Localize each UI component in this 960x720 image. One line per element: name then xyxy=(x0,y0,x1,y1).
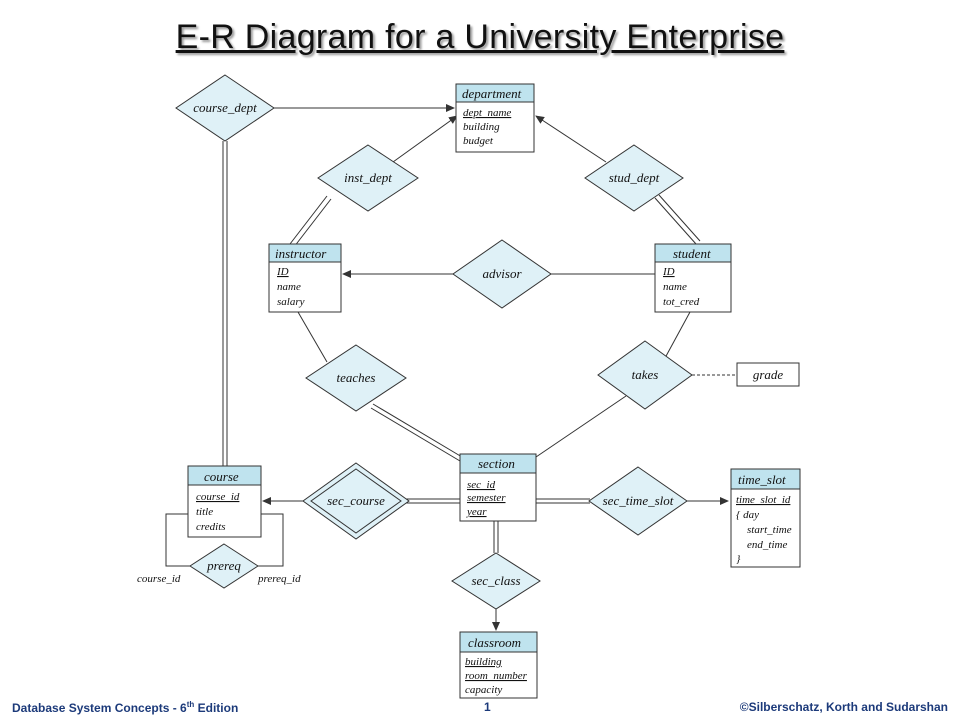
entity-name: time_slot xyxy=(738,472,786,487)
entity-instructor: instructor ID name salary xyxy=(268,243,342,313)
relationship-label: takes xyxy=(632,367,659,382)
primary-key-attribute: dept_name xyxy=(463,107,511,119)
primary-key-attribute: year xyxy=(466,506,487,518)
attribute-label: grade xyxy=(753,367,784,382)
relationship-label: teaches xyxy=(337,370,376,385)
relationship-label: stud_dept xyxy=(609,170,660,185)
attribute: capacity xyxy=(465,684,502,696)
attribute: name xyxy=(663,281,687,293)
primary-key-attribute: ID xyxy=(276,266,289,278)
attribute: building xyxy=(463,121,500,133)
primary-key-attribute: room_number xyxy=(465,670,528,682)
entity-name: section xyxy=(478,456,515,471)
attribute: budget xyxy=(463,135,494,147)
relationship-label: sec_course xyxy=(327,493,385,508)
attribute: credits xyxy=(196,521,226,533)
attribute: salary xyxy=(277,296,305,308)
entity-student: student ID name tot_cred xyxy=(654,243,732,313)
relationship-attribute-grade: grade xyxy=(736,362,800,387)
entity-section: section sec_id semester year xyxy=(459,453,537,522)
primary-key-attribute: semester xyxy=(467,492,506,504)
primary-key-attribute: ID xyxy=(662,266,675,278)
entity-name: instructor xyxy=(275,246,327,261)
relationship-label: prereq xyxy=(206,558,241,573)
relationship-prereq: prereq xyxy=(189,543,259,589)
relationship-teaches: teaches xyxy=(305,344,407,412)
slide-title: E-R Diagram for a University Enterprise xyxy=(175,18,785,56)
relationship-takes: takes xyxy=(597,340,693,410)
connector-lines xyxy=(165,104,737,631)
attribute: title xyxy=(196,506,213,518)
entity-time-slot: time_slot time_slot_id { day start_time … xyxy=(730,468,801,568)
relationship-label: course_dept xyxy=(193,100,257,115)
attribute: } xyxy=(736,553,741,565)
attribute: name xyxy=(277,281,301,293)
relationship-label: sec_class xyxy=(471,573,520,588)
primary-key-attribute: time_slot_id xyxy=(736,494,791,506)
entity-classroom: classroom building room_number capacity xyxy=(459,631,538,699)
primary-key-attribute: course_id xyxy=(196,491,240,503)
footer-copyright: ©Silberschatz, Korth and Sudarshan xyxy=(739,700,948,714)
entity-name: department xyxy=(462,86,522,101)
attribute: { day xyxy=(736,509,759,521)
attribute: end_time xyxy=(747,539,787,551)
relationship-label: inst_dept xyxy=(344,170,392,185)
role-label-course-id: course_id xyxy=(137,573,181,585)
footer-edition-text: Edition xyxy=(194,701,239,715)
footer-book-text: Database System Concepts - 6 xyxy=(12,701,187,715)
entity-department: department dept_name building budget xyxy=(455,83,535,153)
relationship-sec-course: sec_course xyxy=(302,462,410,540)
relationship-sec-time-slot: sec_time_slot xyxy=(588,466,688,536)
footer-page-number: 1 xyxy=(484,700,491,714)
primary-key-attribute: building xyxy=(465,656,502,668)
entity-name: classroom xyxy=(468,635,521,650)
entity-course: course course_id title credits xyxy=(187,465,262,538)
entity-name: course xyxy=(204,469,239,484)
role-label-prereq-id: prereq_id xyxy=(257,573,301,585)
attribute: tot_cred xyxy=(663,296,700,308)
footer-edition-sup: th xyxy=(186,700,195,709)
footer-book-title: Database System Concepts - 6th Edition xyxy=(12,700,238,715)
relationship-inst-dept: inst_dept xyxy=(317,144,419,212)
relationship-label: sec_time_slot xyxy=(603,493,674,508)
relationship-sec-class: sec_class xyxy=(451,552,541,610)
relationship-label: advisor xyxy=(483,266,523,281)
relationship-advisor: advisor xyxy=(452,239,552,309)
attribute: start_time xyxy=(747,524,792,536)
entity-name: student xyxy=(673,246,711,261)
relationship-course-dept: course_dept xyxy=(175,74,275,142)
relationship-stud-dept: stud_dept xyxy=(584,144,684,212)
primary-key-attribute: sec_id xyxy=(467,479,496,491)
